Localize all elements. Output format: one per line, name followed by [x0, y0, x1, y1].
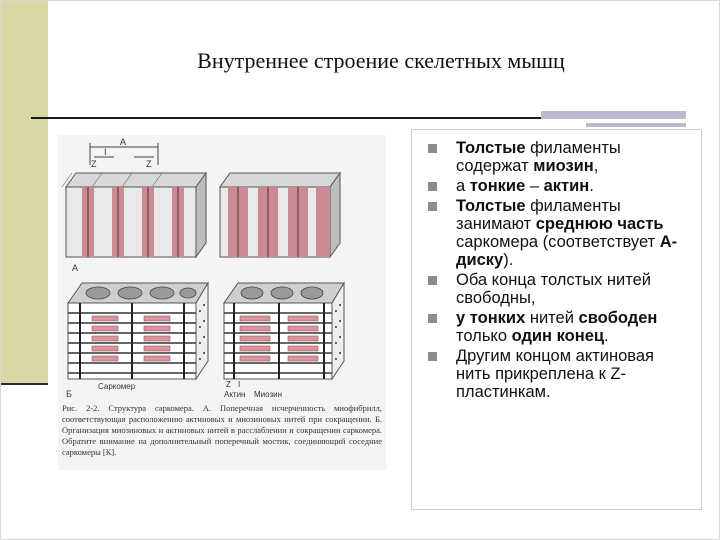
bullet-list: Толстые филаменты содержат миозин, а тонк…	[426, 139, 686, 403]
bullet-item: Другим концом актиновая нить прикреплена…	[426, 347, 686, 401]
bullet-item: у тонких нитей свободен только один коне…	[426, 309, 686, 345]
bullet-text: ).	[503, 251, 514, 269]
label-i-band: I	[104, 147, 107, 157]
bullet-square-icon	[428, 202, 437, 211]
left-decorative-band	[1, 1, 48, 383]
bullet-text: филаменты занимают	[456, 197, 621, 233]
slide-title: Внутреннее строение скелетных мышц	[197, 48, 565, 73]
figure-caption: Рис. 2-2. Структура саркомера. А. Попере…	[62, 403, 382, 457]
bullet-item: а тонкие – актин.	[426, 177, 686, 195]
bullet-text-bold: миозин	[533, 157, 594, 175]
label-myosin: Миозин	[254, 390, 282, 399]
label-panel-b: Б	[66, 389, 72, 399]
bullet-text-bold: Толстые	[456, 139, 526, 157]
bullet-text: Оба конца толстых нитей свободны,	[456, 271, 651, 307]
bullet-item: Толстые филаменты занимают среднюю часть…	[426, 197, 686, 269]
filament-structure-relaxed	[67, 281, 209, 381]
bullet-text: филаменты содержат	[456, 139, 621, 175]
bullet-text-bold: А-диску	[456, 233, 678, 269]
label-z-right: Z	[146, 159, 152, 169]
bullet-text: Другим концом актиновая нить прикреплена…	[456, 347, 654, 401]
filament-structure-contracted	[223, 281, 345, 381]
label-actin: Актин	[224, 390, 245, 399]
left-band-divider	[1, 383, 48, 385]
myofibril-block-contracted	[219, 171, 341, 259]
bullet-text: –	[525, 177, 544, 195]
bullet-item: Оба конца толстых нитей свободны,	[426, 271, 686, 307]
bullet-panel-frame	[411, 129, 702, 510]
label-sarcomere: Саркомер	[98, 382, 136, 391]
sarcomere-illustration: A I Z Z	[61, 137, 345, 399]
bullet-text-bold: тонкие	[469, 177, 526, 195]
bullet-text-bold: актин	[543, 177, 590, 195]
bullet-square-icon	[428, 182, 437, 191]
bullet-text-bold: у тонких	[456, 309, 526, 327]
sarcomere-figure: A I Z Z	[58, 135, 386, 470]
bullet-square-icon	[428, 314, 437, 323]
bullet-text-bold: один конец	[511, 327, 605, 345]
bullet-text: .	[589, 177, 594, 195]
title-underline	[31, 117, 686, 119]
label-i-bottom: I	[238, 380, 240, 389]
accent-bar	[541, 111, 686, 119]
bullet-text: ,	[593, 157, 599, 175]
accent-bar-secondary	[586, 123, 686, 127]
bullet-text-bold: среднюю часть	[535, 215, 664, 233]
label-z-left: Z	[91, 159, 97, 169]
label-a-band: A	[120, 137, 126, 147]
bullet-text: только	[456, 327, 512, 345]
bullet-text-bold: свободен	[578, 309, 658, 327]
bullet-text: а	[456, 177, 470, 195]
bullet-square-icon	[428, 276, 437, 285]
bullet-text: нитей	[525, 309, 579, 327]
label-panel-a: А	[72, 263, 78, 273]
bullet-text-bold: Толстые	[456, 197, 526, 215]
bullet-square-icon	[428, 144, 437, 153]
bullet-text: .	[604, 327, 609, 345]
myofibril-block-relaxed	[61, 171, 207, 259]
bullet-text: саркомера (соответствует	[456, 233, 660, 251]
bullet-square-icon	[428, 352, 437, 361]
label-z-bottom: Z	[226, 380, 231, 389]
bullet-item: Толстые филаменты содержат миозин,	[426, 139, 686, 175]
